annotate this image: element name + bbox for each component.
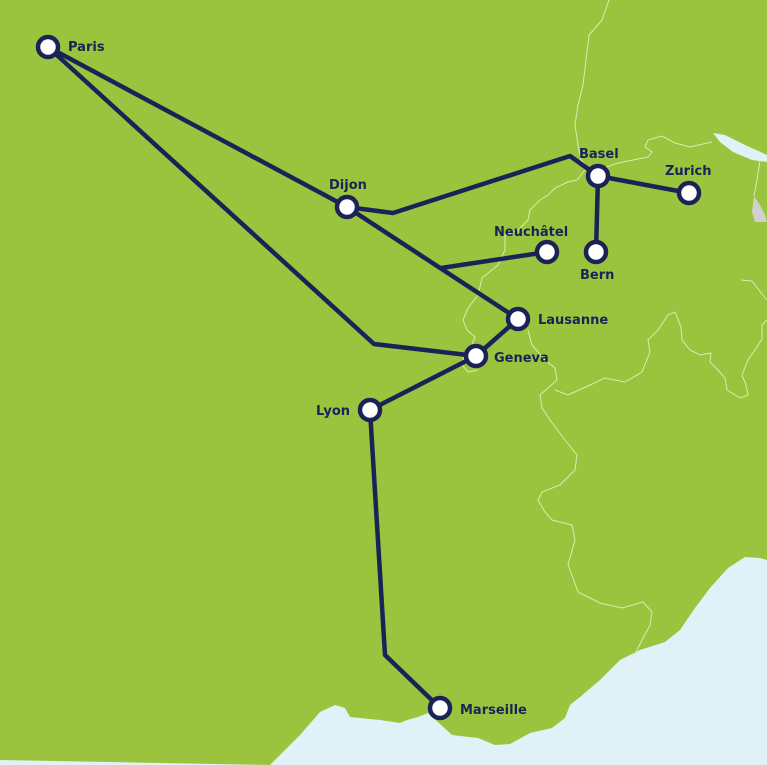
station-geneva[interactable]: Geneva: [463, 343, 549, 369]
station-label: Lyon: [316, 404, 350, 419]
station-label: Marseille: [460, 703, 527, 718]
station-paris[interactable]: Paris: [35, 34, 105, 60]
station-marseille[interactable]: Marseille: [427, 695, 527, 721]
station-dijon[interactable]: Dijon: [329, 178, 367, 220]
station-basel[interactable]: Basel: [579, 147, 619, 189]
station-marker-icon[interactable]: [35, 34, 61, 60]
station-marker-icon[interactable]: [505, 306, 531, 332]
station-label: Bern: [580, 268, 614, 283]
route-basel-bern[interactable]: [593, 173, 601, 255]
route-dijon-basel[interactable]: [344, 153, 601, 216]
station-bern[interactable]: Bern: [580, 239, 614, 283]
station-marker-icon[interactable]: [534, 239, 560, 265]
route-paris-dijon[interactable]: [45, 44, 350, 210]
station-label: Zurich: [665, 164, 712, 179]
route-dijon-lausanne[interactable]: [344, 204, 521, 322]
route-paris-geneva[interactable]: [45, 44, 479, 359]
station-lyon[interactable]: Lyon: [316, 397, 383, 423]
station-label: Dijon: [329, 178, 367, 193]
station-neuchatel[interactable]: Neuchâtel: [494, 225, 568, 265]
station-zurich[interactable]: Zurich: [665, 164, 712, 206]
station-label: Lausanne: [538, 313, 608, 328]
station-marker-icon[interactable]: [676, 180, 702, 206]
rail-routes: [45, 44, 692, 711]
station-label: Geneva: [494, 351, 549, 366]
station-marker-icon[interactable]: [427, 695, 453, 721]
route-geneva-lyon[interactable]: [367, 353, 479, 413]
station-marker-icon[interactable]: [585, 163, 611, 189]
stations: Paris Dijon Basel Zurich Bern Neuchâtel: [35, 34, 712, 721]
station-label: Neuchâtel: [494, 225, 568, 240]
station-marker-icon[interactable]: [463, 343, 489, 369]
station-marker-icon[interactable]: [357, 397, 383, 423]
station-marker-icon[interactable]: [583, 239, 609, 265]
sea-area: [0, 557, 767, 765]
station-marker-icon[interactable]: [334, 194, 360, 220]
lake: [713, 133, 767, 162]
route-neuchatel-branch[interactable]: [438, 249, 550, 271]
route-basel-zurich[interactable]: [595, 173, 692, 196]
route-lyon-marseille[interactable]: [367, 407, 443, 711]
station-label: Paris: [68, 40, 105, 55]
station-lausanne[interactable]: Lausanne: [505, 306, 608, 332]
station-label: Basel: [579, 147, 619, 162]
neighbor-land-patch: [752, 196, 767, 222]
